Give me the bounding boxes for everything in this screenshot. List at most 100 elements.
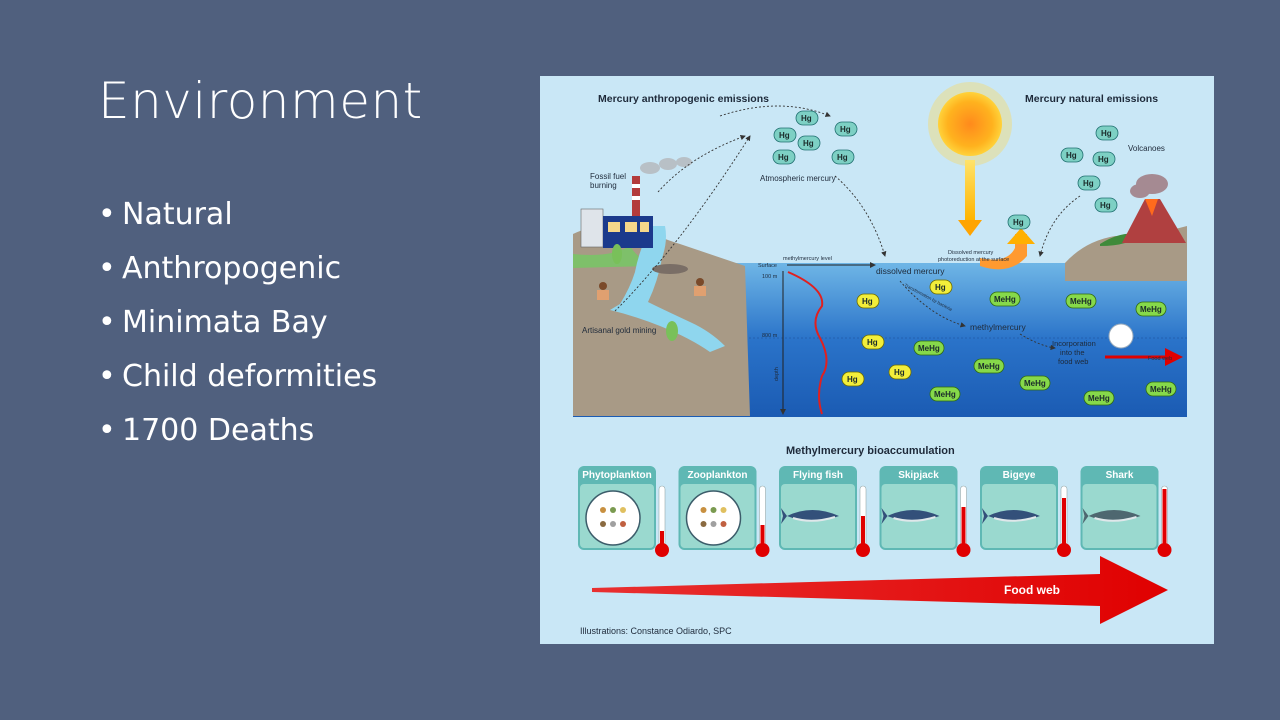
hg-cloud-icon: Hg (772, 149, 796, 165)
svg-text:Hg: Hg (779, 131, 790, 140)
bullet-text: Natural (122, 197, 233, 232)
svg-text:Hg: Hg (935, 283, 946, 292)
mehg-cloud-icon: MeHg (1065, 293, 1097, 309)
river (610, 226, 725, 352)
organism-card: Skipjack (879, 466, 971, 557)
organism-card: Shark (1080, 466, 1172, 557)
plankton-icon (620, 521, 626, 527)
svg-text:Hg: Hg (778, 153, 789, 162)
fish-icon (988, 510, 1040, 521)
grass (573, 246, 650, 268)
mehg-cloud-icon: MeHg (1083, 390, 1115, 406)
mining-pit (652, 264, 688, 274)
methylmercury-label: methylmercury (970, 322, 1026, 332)
svg-text:MeHg: MeHg (1024, 379, 1046, 388)
thermometer-bulb (655, 543, 669, 557)
organism-label: Zooplankton (688, 470, 748, 481)
organism-card: Bigeye (980, 466, 1071, 557)
bullet-item: •Minimata Bay (98, 305, 328, 340)
hg-cloud-icon: Hg (888, 364, 912, 380)
thermometer-bulb (1157, 543, 1172, 557)
petri-dish-icon (585, 490, 641, 546)
volcano (1122, 199, 1186, 243)
svg-text:Hg: Hg (867, 338, 878, 347)
bullet-item: •Natural (98, 197, 233, 232)
svg-text:MeHg: MeHg (994, 295, 1016, 304)
mehg-cloud-icon: MeHg (989, 291, 1021, 307)
svg-text:MeHg: MeHg (978, 362, 1000, 371)
mercury-level-fill (1062, 498, 1066, 546)
svg-text:Hg: Hg (1083, 179, 1094, 188)
organism-label: Phytoplankton (582, 470, 651, 481)
hg-cloud-icon: Hg (1092, 151, 1116, 167)
miner (696, 278, 704, 286)
fossil-fuel-label: burning (590, 181, 617, 190)
hg-cloud-icon: Hg (856, 293, 880, 309)
thermometer-bulb (856, 543, 870, 557)
plankton-icon (710, 521, 717, 527)
svg-text:Hg: Hg (1098, 155, 1109, 164)
svg-text:Hg: Hg (894, 368, 905, 377)
natural-title: Mercury natural emissions (1025, 93, 1158, 105)
bullet-item: •1700 Deaths (98, 413, 315, 448)
svg-text:Hg: Hg (801, 114, 812, 123)
hg-cloud-icon: Hg (1007, 214, 1031, 230)
svg-text:Hg: Hg (837, 153, 848, 162)
svg-text:Hg: Hg (803, 139, 814, 148)
hg-cloud-icon: Hg (1060, 147, 1084, 163)
factory-tank (580, 208, 604, 248)
mehg-cloud-icon: MeHg (929, 386, 961, 402)
svg-text:MeHg: MeHg (1140, 305, 1162, 314)
bullet-text: Minimata Bay (122, 305, 328, 340)
anthropogenic-title: Mercury anthropogenic emissions (598, 93, 769, 105)
surface-label: Surface (758, 263, 777, 269)
sun-icon (928, 82, 1012, 166)
plankton-icon (700, 507, 707, 513)
fish-icon (787, 510, 839, 521)
sunlight-beam (965, 160, 975, 220)
bullet-item: •Anthropogenic (98, 251, 342, 286)
bullet-text: Child deformities (122, 359, 378, 394)
dissolved-photo-label: Dissolved mercury (948, 250, 993, 256)
hg-cloud-icon: Hg (841, 371, 865, 387)
hg-cloud-icon: Hg (929, 279, 953, 295)
atmospheric-label: Atmospheric mercury (760, 174, 836, 183)
organism-label: Bigeye (1003, 470, 1036, 481)
svg-text:MeHg: MeHg (1150, 385, 1172, 394)
plankton-icon (700, 521, 707, 527)
dissolved-photo-label: photoreduction at the surface (938, 257, 1009, 263)
credit-label: Illustrations: Constance Odiardo, SPC (580, 626, 732, 636)
food-web-small-label: Food web (1148, 356, 1172, 362)
methyl-level-label: methylmercury level (783, 256, 832, 262)
fossil-fuel-label: Fossil fuel (590, 172, 626, 181)
organism-label: Flying fish (793, 470, 843, 481)
svg-text:Hg: Hg (840, 125, 851, 134)
svg-text:MeHg: MeHg (1070, 297, 1092, 306)
thermometer-bulb (1057, 543, 1071, 557)
organism-card: Flying fish (779, 466, 870, 557)
mercury-level-fill (861, 516, 865, 546)
petri-dish-icon (685, 490, 742, 546)
mercury-level-fill (961, 507, 966, 546)
gold-mining-label: Artisanal gold mining (582, 326, 656, 335)
figure-canvas: Mercury anthropogenic emissions Mercury … (573, 82, 1187, 636)
plankton-icon (1108, 323, 1134, 349)
bullet-item: •Child deformities (98, 359, 378, 394)
thermometer-bulb (956, 543, 971, 557)
organism-cards: Phytoplankton Zooplankton Flying fish Skipj… (578, 466, 1172, 557)
thermometer-bulb (755, 543, 770, 557)
organism-card: Phytoplankton (578, 466, 669, 557)
hg-cloud-icon: Hg (1094, 197, 1118, 213)
incorporation-label: into the (1060, 348, 1085, 357)
hg-cloud-icon: Hg (861, 334, 885, 350)
dissolved-mercury-label: dissolved mercury (876, 266, 945, 276)
plankton-icon (610, 521, 616, 527)
bullet-list: •Natural •Anthropogenic •Minimata Bay •C… (98, 194, 377, 464)
mehg-cloud-icon: MeHg (973, 358, 1005, 374)
slide-title: Environment (98, 72, 423, 130)
volcanoes-label: Volcanoes (1128, 144, 1165, 153)
fish-icon (887, 510, 940, 521)
mehg-cloud-icon: MeHg (1019, 375, 1051, 391)
depth-800-label: 800 m (762, 333, 778, 339)
mercury-level-fill (760, 525, 765, 546)
